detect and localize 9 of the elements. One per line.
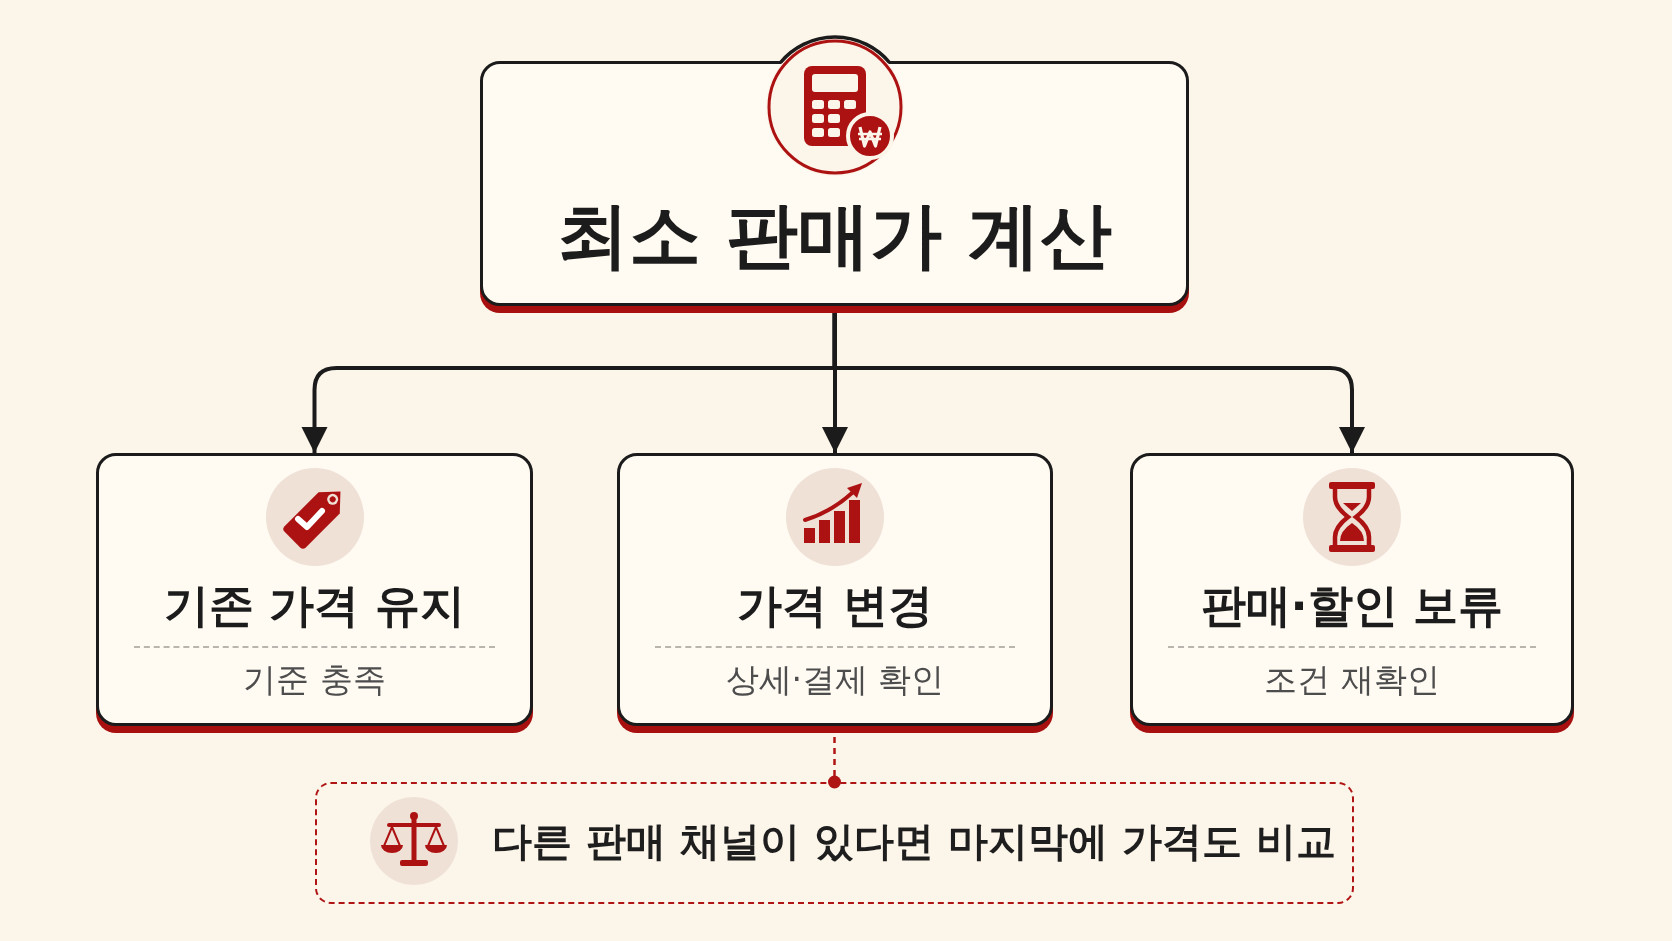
heading: 가격 변경 (737, 580, 933, 632)
heading: 기존 가격 유지 (163, 580, 466, 632)
heading: 판매·할인 보류 (1200, 580, 1504, 632)
note-box (315, 782, 1354, 904)
subheading: 상세·결제 확인 (725, 661, 945, 699)
subheading: 조건 재확인 (1264, 661, 1440, 699)
title-text: 최소 판매가 계산 (557, 193, 1112, 277)
subheading: 기준 충족 (243, 661, 386, 699)
note-text: 다른 판매 채널이 있다면 마지막에 가격도 비교 (492, 818, 1336, 864)
